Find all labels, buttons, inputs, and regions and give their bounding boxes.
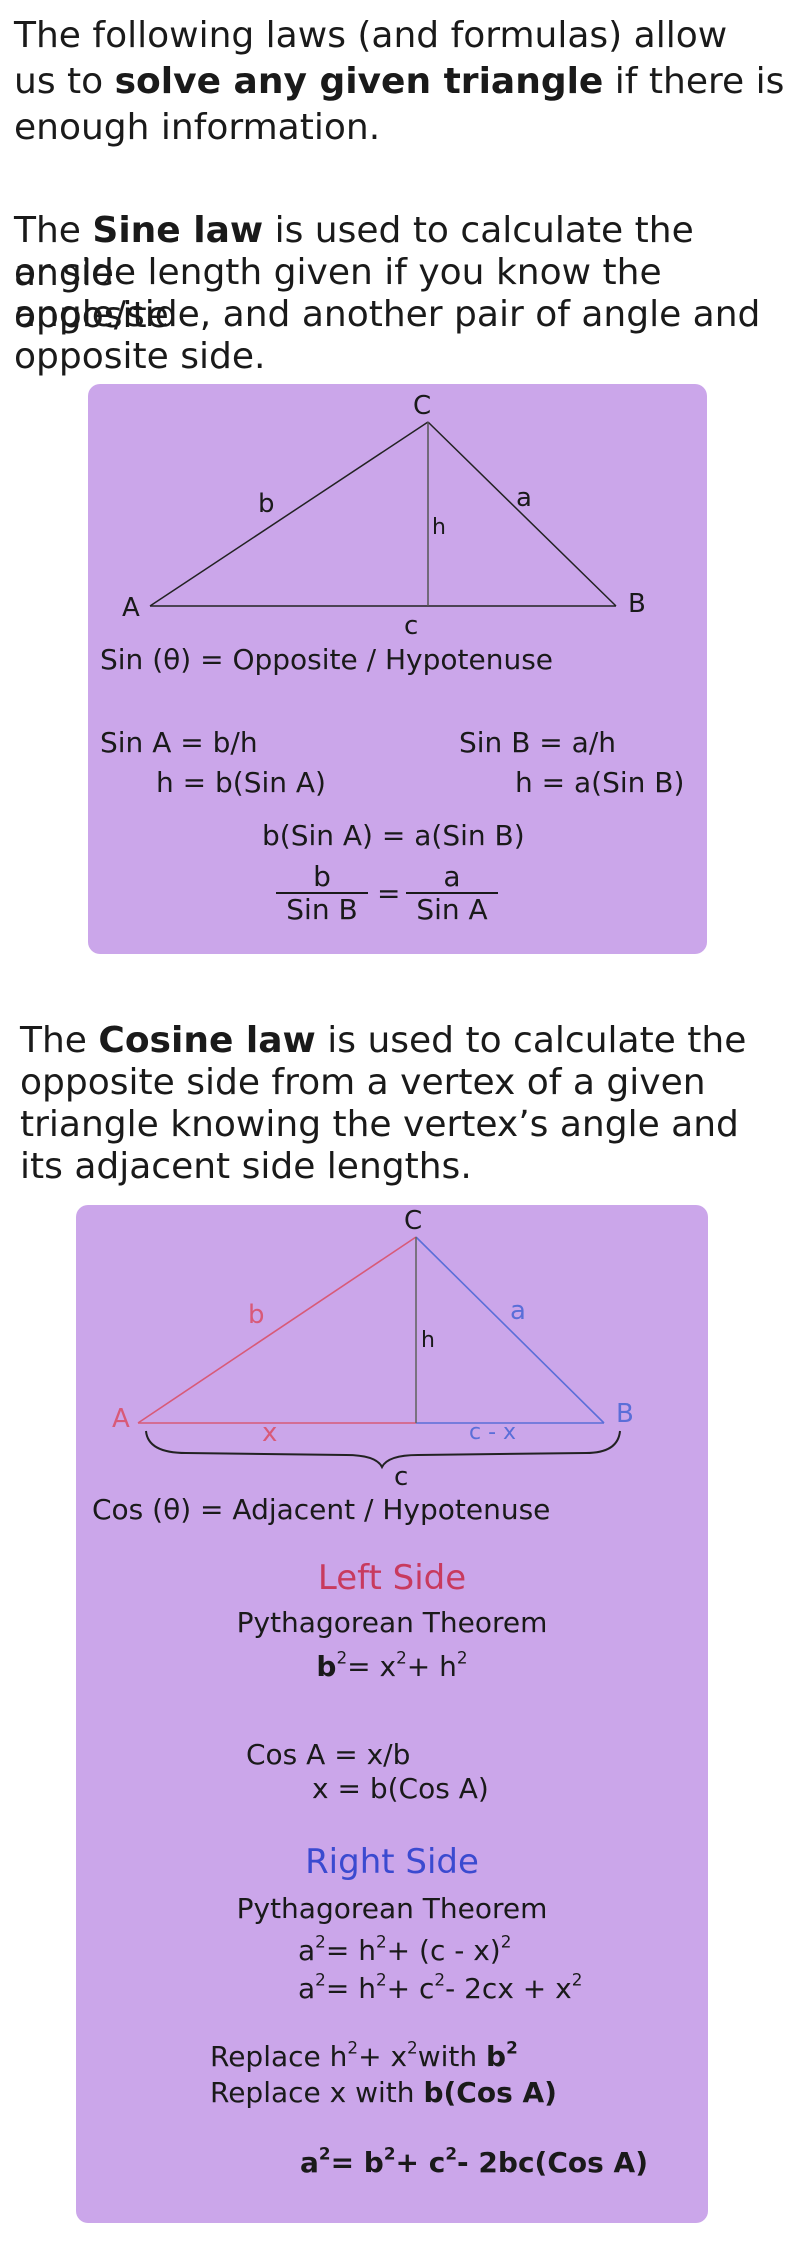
left-side-title: Left Side [317,1558,467,1598]
side-a-label: a [510,1296,526,1326]
side-b-label: b [248,1300,265,1330]
sine-line-4: opposite side. [14,336,266,377]
height-h-label: h [432,515,446,540]
right-pythagorean-title: Pythagorean Theorem [236,1892,548,1925]
cosine-line-2: opposite side from a vertex of a given [20,1062,706,1103]
right-side-title: Right Side [305,1842,479,1882]
cosine-line-3: triangle knowing the vertex’s angle and [20,1104,739,1145]
sine-definition: Sin (θ) = Opposite / Hypotenuse [100,643,554,676]
vertex-c-label: C [413,391,432,421]
sine-triangle-diagram [149,421,617,607]
vertex-a-label: A [122,593,140,623]
intro-line-3: enough information. [14,107,381,148]
left-pythagorean-title: Pythagorean Theorem [236,1606,548,1639]
sine-line-1: The Sine law is used to calculate the an… [14,210,694,294]
sine-h-from-a: h = b(Sin A) [156,766,326,799]
segment-c-minus-x-label: c - x [469,1420,517,1445]
segment-x-label: x [262,1418,278,1448]
cosine-definition: Cos (θ) = Adjacent / Hypotenuse [92,1493,551,1526]
cosine-law-final: a2= b2+ c2- 2bc(Cos A) [300,2143,649,2179]
side-c-label: c [394,1462,409,1492]
sine-line-3: angle/side, and another pair of angle an… [14,294,761,335]
side-a-label: a [516,483,532,513]
vertex-a-label: A [112,1404,130,1434]
cosine-law-term: Cosine law [98,1020,316,1061]
sine-law-panel: C b a h A B c Sin (θ) = Opposite / Hypot… [88,384,707,954]
right-pythagorean-eq-2: a2= h2+ c2- 2cx + x2 [298,1969,583,2005]
vertex-c-label: C [404,1206,423,1236]
fraction-b-over-sinb: b Sin B [276,862,368,926]
height-h-label: h [421,1328,435,1353]
sine-b-formula: Sin B = a/h [459,726,617,759]
sine-line-2: or side length given if you know the opp… [14,252,662,336]
intro-line-1: The following laws (and formulas) allow [14,15,728,56]
side-c-label: c [404,611,419,641]
equals-sign: = [377,877,401,910]
cosine-line-4: its adjacent side lengths. [20,1146,472,1187]
left-pythagorean-eq: b2= x2+ h2 [316,1647,468,1683]
replace-step-2: Replace x with b(Cos A) [210,2076,557,2109]
side-b-label: b [258,489,275,519]
vertex-b-label: B [616,1399,634,1429]
sine-a-formula: Sin A = b/h [100,726,258,759]
right-pythagorean-eq-1: a2= h2+ (c - x)2 [298,1931,512,1967]
cosine-law-panel: C b a h A B x c - x c Cos (θ) = Adjacent… [76,1205,708,2223]
fraction-a-over-sina: a Sin A [406,862,498,926]
sine-law-term: Sine law [92,210,264,251]
sine-equate: b(Sin A) = a(Sin B) [262,819,525,852]
intro-line-2: us to solve any given triangle if there … [14,61,785,102]
cos-a-formula: Cos A = x/b [246,1738,411,1771]
intro-emphasis: solve any given triangle [114,61,604,102]
replace-step-1: Replace h2+ x2with b2 [210,2037,518,2073]
x-from-cos-a: x = b(Cos A) [312,1772,489,1805]
cosine-triangle-diagram [137,1236,621,1470]
cosine-line-1: The Cosine law is used to calculate the [20,1020,747,1061]
vertex-b-label: B [628,589,646,619]
sine-h-from-b: h = a(Sin B) [515,766,685,799]
